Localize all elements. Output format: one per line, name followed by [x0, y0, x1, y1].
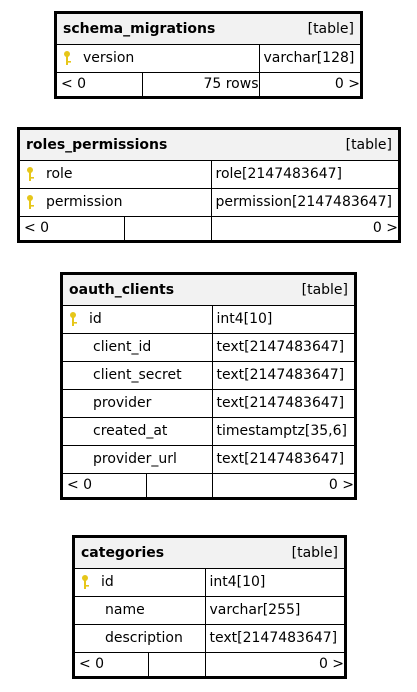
next-page-button[interactable]: 0 > [204, 651, 345, 676]
column-name: role [46, 166, 73, 182]
prev-page-button[interactable]: < 0 [20, 215, 125, 240]
column-name-cell: created_at [63, 416, 213, 446]
column-name-cell: client_secret [63, 360, 213, 390]
column-row[interactable]: client_secret text[2147483647] [63, 360, 355, 390]
column-name-cell: provider [63, 388, 213, 418]
column-name-cell: id [63, 304, 213, 334]
column-name: id [89, 311, 102, 327]
column-name-cell: client_id [63, 332, 213, 362]
column-name-cell: provider_url [63, 444, 213, 474]
table-footer: < 0 0 > [75, 651, 345, 676]
column-name-cell: role [20, 159, 212, 189]
column-name: id [101, 574, 114, 590]
table-categories[interactable]: categories [table] id int4[10] name varc… [72, 535, 347, 679]
column-name-cell: id [75, 567, 206, 597]
table-header: roles_permissions [table] [20, 130, 398, 161]
column-name: name [105, 602, 145, 618]
table-header: oauth_clients [table] [63, 275, 355, 306]
column-type: int4[10] [211, 304, 355, 334]
column-row[interactable]: name varchar[255] [75, 595, 345, 625]
row-count [145, 472, 213, 497]
column-row[interactable]: created_at timestamptz[35,6] [63, 416, 355, 446]
column-type: text[2147483647] [211, 332, 355, 362]
table-name: categories [81, 544, 165, 561]
column-row[interactable]: provider text[2147483647] [63, 388, 355, 418]
key-icon [61, 50, 83, 66]
table-type: [table] [345, 136, 392, 153]
table-footer: < 0 75 rows 0 > [57, 71, 360, 96]
table-type: [table] [301, 281, 349, 298]
column-type: timestamptz[35,6] [211, 416, 355, 446]
column-type: text[2147483647] [211, 388, 355, 418]
row-count [147, 651, 206, 676]
row-count [123, 215, 212, 240]
column-name-cell: permission [20, 187, 212, 217]
column-type: permission[2147483647] [210, 187, 398, 217]
table-oauth-clients[interactable]: oauth_clients [table] id int4[10] client… [60, 272, 357, 500]
column-row[interactable]: id int4[10] [75, 567, 345, 597]
column-type: text[2147483647] [211, 360, 355, 390]
column-type: text[2147483647] [204, 623, 345, 653]
table-schema-migrations[interactable]: schema_migrations [table] version varcha… [54, 11, 363, 99]
column-type: int4[10] [204, 567, 345, 597]
column-row[interactable]: version varchar[128] [57, 43, 360, 73]
column-type: text[2147483647] [211, 444, 355, 474]
next-page-button[interactable]: 0 > [258, 71, 360, 96]
key-icon [79, 574, 101, 590]
column-name: provider [93, 395, 152, 411]
column-row[interactable]: role role[2147483647] [20, 159, 398, 189]
key-icon [67, 311, 89, 327]
column-row[interactable]: description text[2147483647] [75, 623, 345, 653]
column-name: permission [46, 194, 123, 210]
column-row[interactable]: provider_url text[2147483647] [63, 444, 355, 474]
prev-page-button[interactable]: < 0 [63, 472, 147, 497]
column-name-cell: description [75, 623, 206, 653]
column-row[interactable]: client_id text[2147483647] [63, 332, 355, 362]
column-name-cell: version [57, 43, 260, 73]
column-name-cell: name [75, 595, 206, 625]
prev-page-button[interactable]: < 0 [57, 71, 143, 96]
table-name: oauth_clients [69, 281, 175, 298]
table-header: schema_migrations [table] [57, 14, 360, 45]
prev-page-button[interactable]: < 0 [75, 651, 149, 676]
key-icon [24, 194, 46, 210]
table-type: [table] [291, 544, 339, 561]
table-footer: < 0 0 > [20, 215, 398, 240]
row-count: 75 rows [141, 71, 260, 96]
column-type: varchar[128] [258, 43, 360, 73]
column-name: version [83, 50, 135, 66]
table-roles-permissions[interactable]: roles_permissions [table] role role[2147… [17, 127, 401, 243]
key-icon [24, 166, 46, 182]
next-page-button[interactable]: 0 > [210, 215, 398, 240]
column-row[interactable]: permission permission[2147483647] [20, 187, 398, 217]
column-name: client_secret [93, 367, 182, 383]
column-name: provider_url [93, 451, 177, 467]
column-name: created_at [93, 423, 168, 439]
table-name: roles_permissions [26, 136, 168, 153]
column-name: description [105, 630, 183, 646]
column-row[interactable]: id int4[10] [63, 304, 355, 334]
table-footer: < 0 0 > [63, 472, 355, 497]
next-page-button[interactable]: 0 > [211, 472, 355, 497]
table-name: schema_migrations [63, 20, 216, 37]
column-type: role[2147483647] [210, 159, 398, 189]
table-type: [table] [307, 20, 354, 37]
column-name: client_id [93, 339, 152, 355]
table-header: categories [table] [75, 538, 345, 569]
column-type: varchar[255] [204, 595, 345, 625]
